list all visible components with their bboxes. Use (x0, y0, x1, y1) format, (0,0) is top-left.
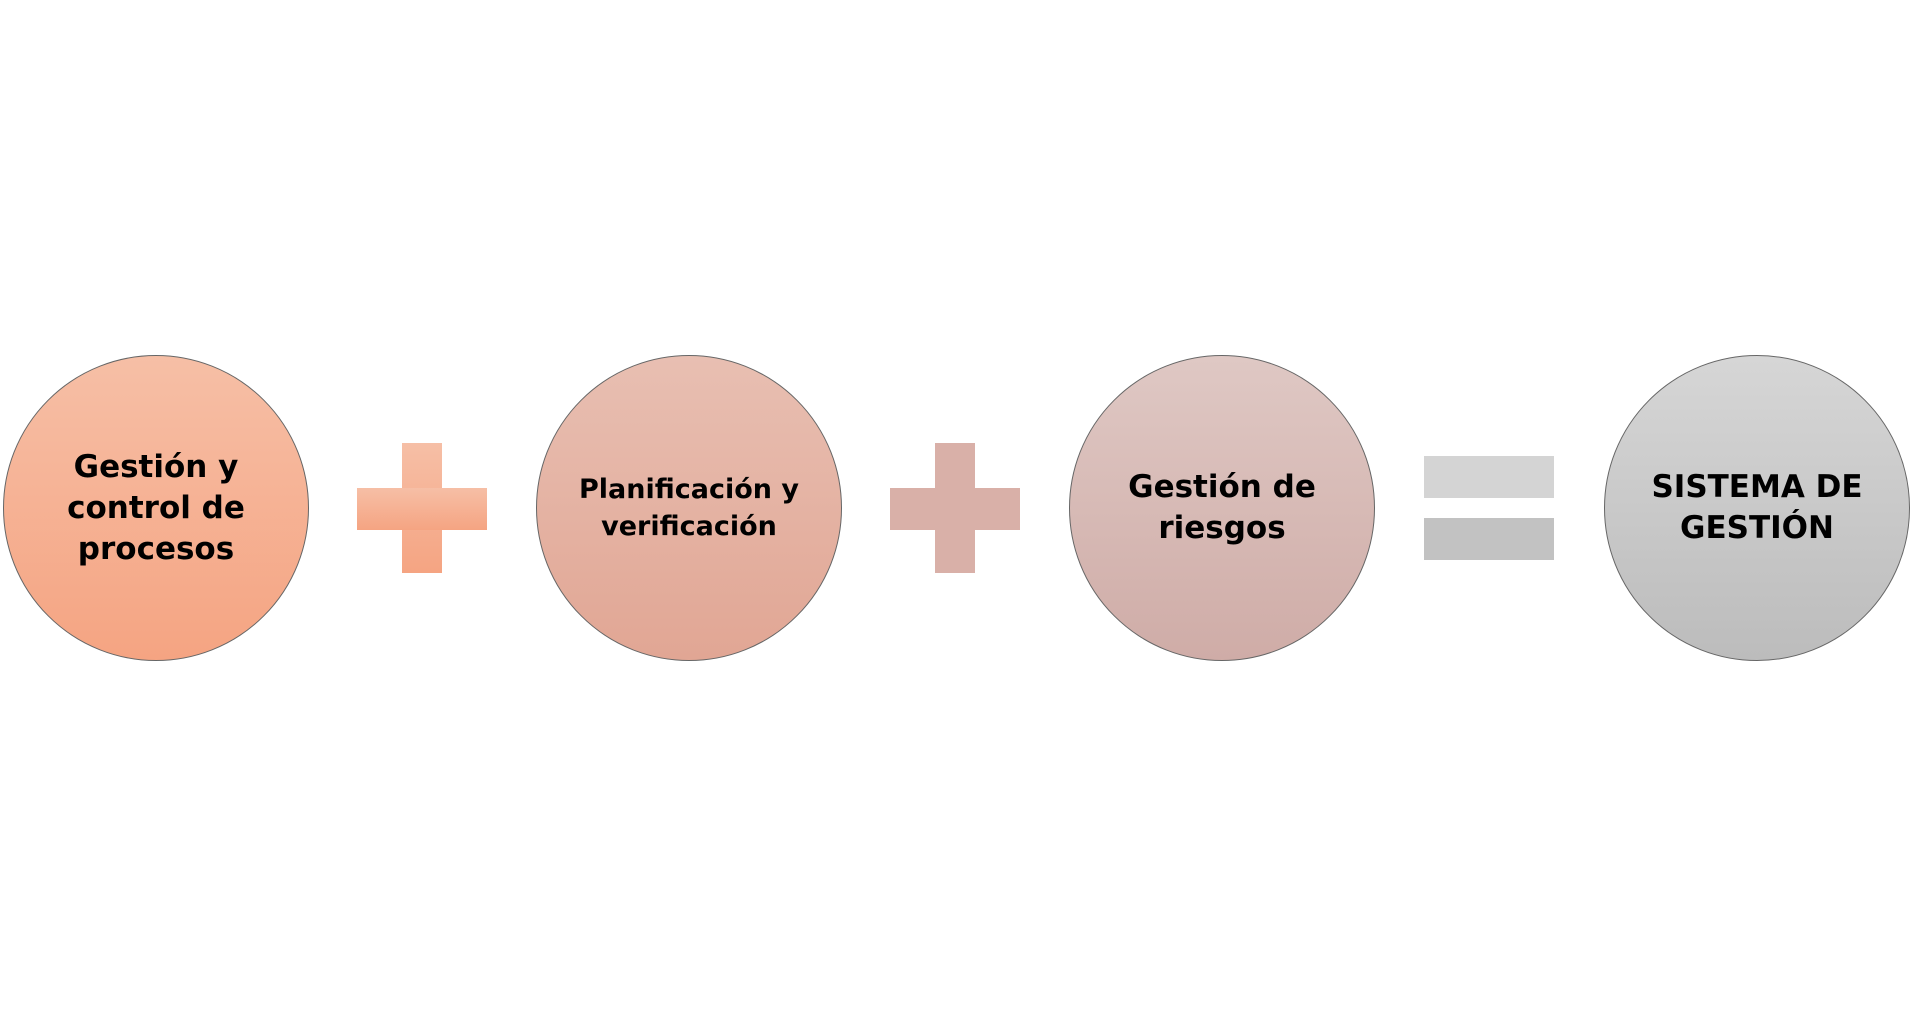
circle-management-system: SISTEMA DE GESTIÓN (1604, 355, 1910, 661)
circle-process-control: Gestión y control de procesos (3, 355, 309, 661)
plus-icon (357, 443, 487, 573)
circle-label: SISTEMA DE GESTIÓN (1651, 469, 1863, 546)
circle-label: Planificación y verificación (578, 474, 799, 542)
plus-icon (890, 443, 1020, 573)
circle-planning: Planificación y verificación (536, 355, 842, 661)
circle-label: Gestión de riesgos (1128, 469, 1316, 546)
circle-risk-management: Gestión de riesgos (1069, 355, 1375, 661)
circle-label: Gestión y control de procesos (67, 448, 245, 567)
